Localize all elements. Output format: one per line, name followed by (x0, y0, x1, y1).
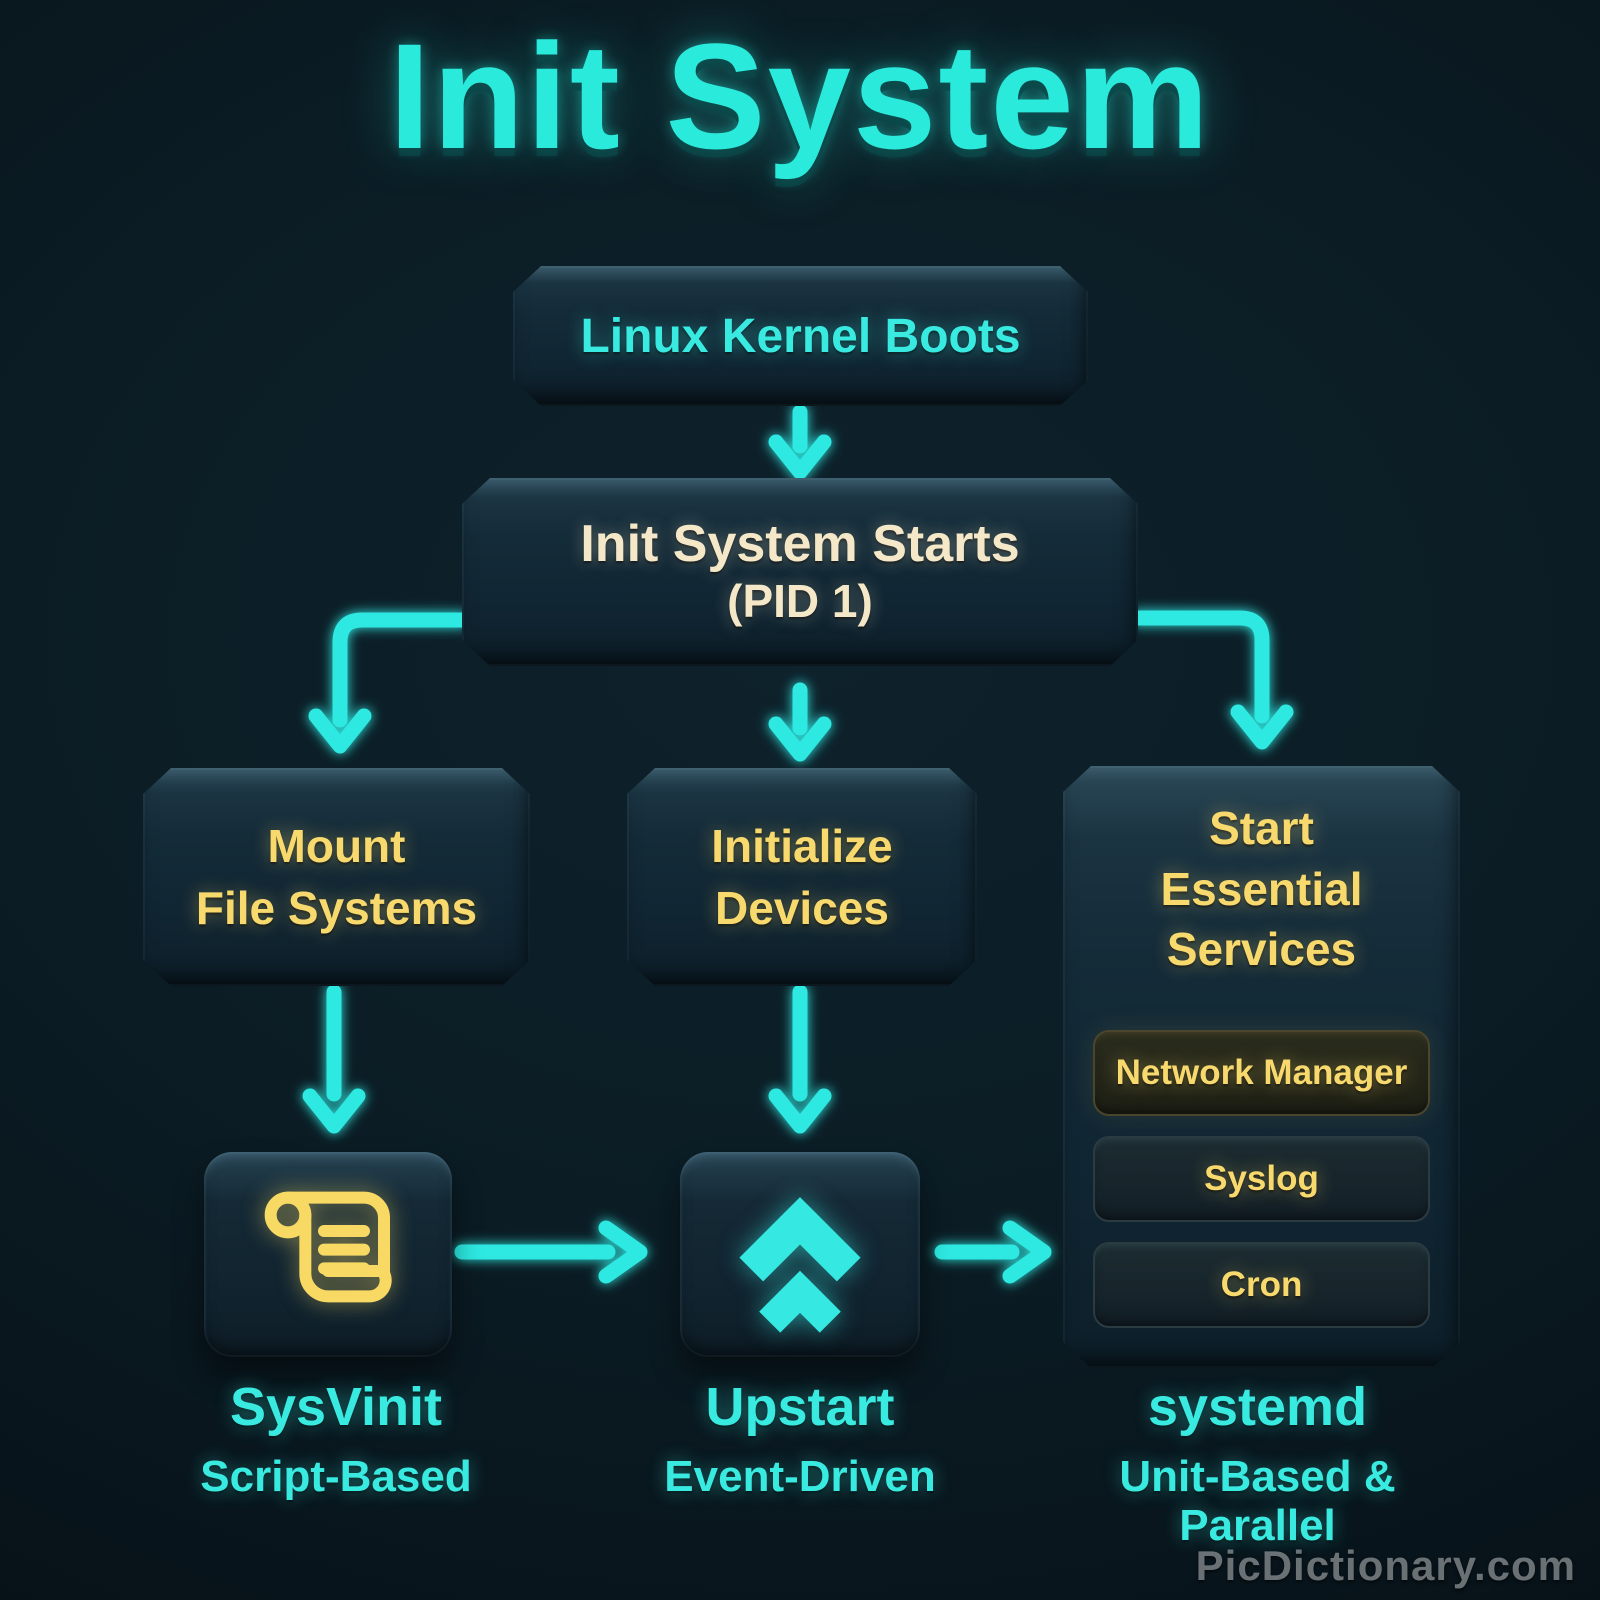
system-name: systemd (1147, 1377, 1368, 1437)
page-title: Init System (388, 12, 1212, 180)
arrow-init-to-devices (768, 682, 832, 762)
node-label-line2: File Systems (195, 882, 478, 934)
arrow-init-to-services (1130, 610, 1294, 750)
arrow-init-to-mount (308, 612, 470, 754)
arrow-devices-to-upstart (768, 984, 832, 1134)
system-description: Unit-Based & Parallel (1119, 1452, 1396, 1550)
service-item-label: Syslog (1204, 1159, 1319, 1199)
arrow-mount-to-sysvinit (302, 984, 366, 1134)
scroll-icon (264, 1191, 392, 1302)
label-upstart: Upstart Event-Driven (580, 1377, 1020, 1502)
service-item-label: Network Manager (1115, 1053, 1408, 1093)
system-name: Upstart (705, 1377, 895, 1437)
service-item-syslog: Syslog (1093, 1136, 1430, 1222)
node-init-system-starts: Init System Starts (PID 1) (462, 478, 1138, 666)
node-label-line1: Mount (267, 819, 406, 872)
service-item-cron: Cron (1093, 1242, 1430, 1328)
node-label-line2: Devices (715, 882, 889, 934)
node-upstart (680, 1152, 920, 1357)
node-linux-kernel-boots: Linux Kernel Boots (513, 266, 1088, 406)
node-label-line3: Services (1166, 923, 1357, 976)
watermark: PicDictionary.com (1195, 1542, 1576, 1589)
label-sysvinit: SysVinit Script-Based (116, 1377, 556, 1502)
node-label-line1: Init System Starts (580, 514, 1020, 573)
service-item-list: Network Manager Syslog Cron (1093, 1030, 1430, 1328)
node-label: Linux Kernel Boots (580, 309, 1021, 363)
system-description: Event-Driven (664, 1452, 936, 1502)
arrow-sysvinit-to-upstart (454, 1220, 648, 1284)
arrow-upstart-to-systemd (934, 1220, 1052, 1284)
system-description: Script-Based (200, 1452, 472, 1502)
system-name: SysVinit (229, 1377, 443, 1437)
node-label: Start Essential Services (1161, 798, 1363, 980)
node-label-line2: (PID 1) (727, 575, 873, 628)
node-mount-file-systems: Mount File Systems (143, 768, 530, 986)
node-start-essential-services: Start Essential Services Network Manager… (1063, 766, 1460, 1368)
double-chevron-up-icon (739, 1196, 861, 1333)
node-label-line2: Essential (1160, 862, 1363, 915)
service-item-label: Cron (1220, 1265, 1303, 1305)
node-label-line1: Start (1209, 802, 1314, 854)
arrow-kernel-to-init (768, 404, 832, 480)
label-systemd: systemd Unit-Based & Parallel (1035, 1377, 1480, 1550)
node-initialize-devices: Initialize Devices (627, 768, 977, 986)
service-item-network-manager: Network Manager (1093, 1030, 1430, 1116)
node-label-line1: Initialize (711, 819, 893, 872)
node-sysvinit (204, 1152, 452, 1357)
